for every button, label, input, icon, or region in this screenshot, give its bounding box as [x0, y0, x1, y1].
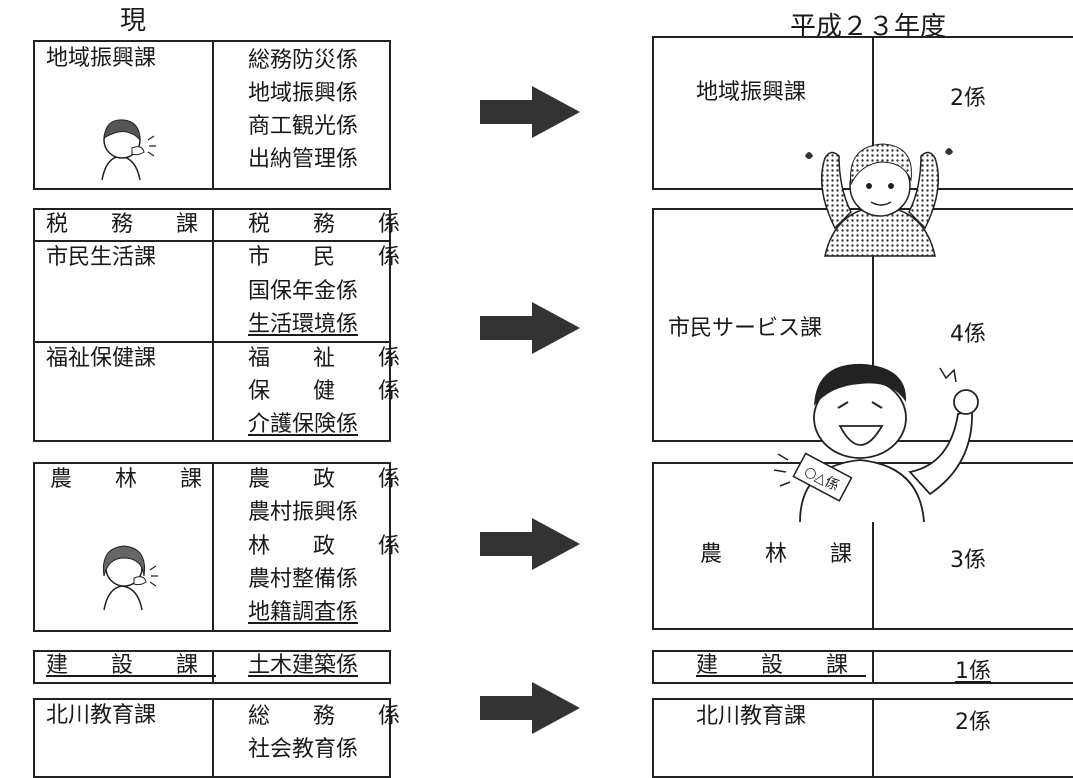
current-group-1-divider — [212, 40, 214, 190]
current-section: 農村振興係 — [248, 500, 359, 525]
current-dept-shimin: 市民生活課 — [46, 245, 157, 270]
current-section: 福 祉 係 — [248, 346, 418, 371]
current-group-3-divider — [212, 462, 214, 632]
future-count: 3係 — [950, 548, 986, 573]
future-group-4-box — [652, 650, 1073, 684]
current-section: 林 政 係 — [248, 534, 418, 559]
right-arrow-icon — [480, 518, 580, 570]
current-dept-kensetsu: 建 設 課 — [46, 653, 216, 678]
right-arrow-icon — [480, 302, 580, 354]
child-shouting-illustration — [101, 119, 156, 181]
future-group-5-divider — [872, 698, 874, 778]
future-dept-norin: 農 林 課 — [700, 542, 870, 567]
current-group-2-sep-a — [33, 240, 391, 242]
future-group-2-divider — [872, 208, 874, 442]
current-section: 総務防災係 — [248, 48, 359, 73]
current-dept-kyoiku: 北川教育課 — [46, 703, 157, 728]
future-count: 4係 — [950, 322, 986, 347]
current-group-2-divider — [212, 208, 214, 442]
current-section: 国保年金係 — [248, 279, 359, 304]
current-group-5-divider — [212, 698, 214, 778]
boy-worried-illustration — [805, 143, 953, 257]
current-section: 農村整備係 — [248, 567, 359, 592]
current-group-2-sep-b — [33, 341, 391, 343]
current-dept-chiiki: 地域振興課 — [46, 46, 157, 71]
current-section: 介護保険係 — [248, 412, 359, 437]
girl-shouting-illustration — [102, 545, 158, 611]
right-arrow-icon — [480, 682, 580, 734]
current-section: 保 健 係 — [248, 379, 418, 404]
current-section: 社会教育係 — [248, 737, 359, 762]
future-group-1-divider — [872, 36, 874, 190]
future-dept-kyoiku: 北川教育課 — [696, 704, 807, 729]
future-count: 2係 — [950, 86, 986, 111]
current-section: 地籍調査係 — [248, 600, 359, 625]
current-dept-norin: 農 林 課 — [50, 467, 220, 492]
current-section: 市 民 係 — [248, 245, 418, 270]
current-section: 出納管理係 — [248, 147, 359, 172]
boy-cheering-illustration: ○△係 — [773, 363, 979, 523]
current-section: 総 務 係 — [248, 704, 418, 729]
current-section: 生活環境係 — [248, 312, 359, 337]
current-section: 税 務 係 — [248, 212, 418, 237]
future-dept-chiiki: 地域振興課 — [696, 80, 807, 105]
current-section: 農 政 係 — [248, 467, 418, 492]
current-dept-fukushi: 福祉保健課 — [46, 346, 157, 371]
current-section: 地域振興係 — [248, 81, 359, 106]
future-count: 1係 — [955, 659, 991, 684]
future-dept-shimin-service: 市民サービス課 — [668, 316, 823, 341]
future-count: 2係 — [955, 710, 991, 735]
current-section: 土木建築係 — [248, 653, 359, 678]
current-section: 商工観光係 — [248, 114, 359, 139]
current-group-4-divider — [212, 650, 214, 684]
current-dept-zeimu: 税 務 課 — [46, 212, 216, 237]
future-group-3-divider — [872, 462, 874, 630]
right-arrow-icon — [480, 86, 580, 138]
future-dept-kensetsu: 建 設 課 — [696, 653, 866, 678]
future-group-4-divider — [872, 650, 874, 684]
